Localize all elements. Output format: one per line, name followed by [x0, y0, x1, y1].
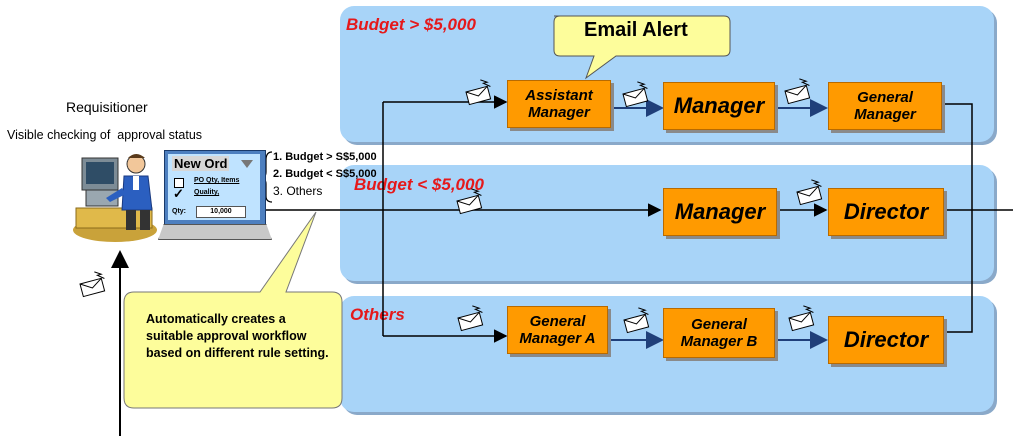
node-general-manager-a: General Manager A [507, 306, 608, 354]
node-director-bottom: Director [828, 316, 944, 364]
node-director-middle: Director [828, 188, 944, 236]
requisitioner-title: Requisitioner [66, 99, 148, 115]
form-item-1: PO Qty, Items [194, 177, 240, 184]
new-order-laptop: New Ord PO Qty, Items ✓ Quality, Qty: 10… [158, 150, 274, 242]
node-manager-middle: Manager [663, 188, 777, 236]
qty-label: Qty: [172, 208, 186, 215]
node-general-manager-b: General Manager B [663, 308, 775, 358]
rule-3: 3. Others [273, 184, 323, 198]
lane-label-top: Budget > $5,000 [346, 15, 476, 34]
form-title: New Ord [172, 156, 230, 171]
rule-2: 2. Budget < S$5,000 [273, 168, 377, 180]
workflow-callout-text: Automatically creates a suitable approva… [146, 312, 329, 360]
email-alert-text: Email Alert [584, 19, 688, 41]
workflow-callout [123, 211, 343, 409]
email-alert-callout [553, 15, 731, 80]
qty-value: 10,000 [196, 206, 246, 218]
lane-label-bottom: Others [350, 305, 405, 324]
dropdown-arrow-icon [241, 160, 253, 168]
envelope-icon [79, 78, 823, 334]
node-general-manager-top: General Manager [828, 82, 942, 130]
checkbox-icon [174, 178, 184, 188]
checkmark-icon: ✓ [173, 186, 184, 201]
lane-label-middle: Budget < $5,000 [354, 175, 484, 194]
node-assistant-manager: Assistant Manager [507, 80, 611, 128]
rule-1: 1. Budget > S$5,000 [273, 151, 377, 163]
node-manager-top: Manager [663, 82, 775, 130]
form-item-2: Quality, [194, 189, 220, 196]
person-at-computer-icon [73, 154, 157, 242]
requisitioner-subtitle: Visible checking of approval status [7, 128, 203, 142]
